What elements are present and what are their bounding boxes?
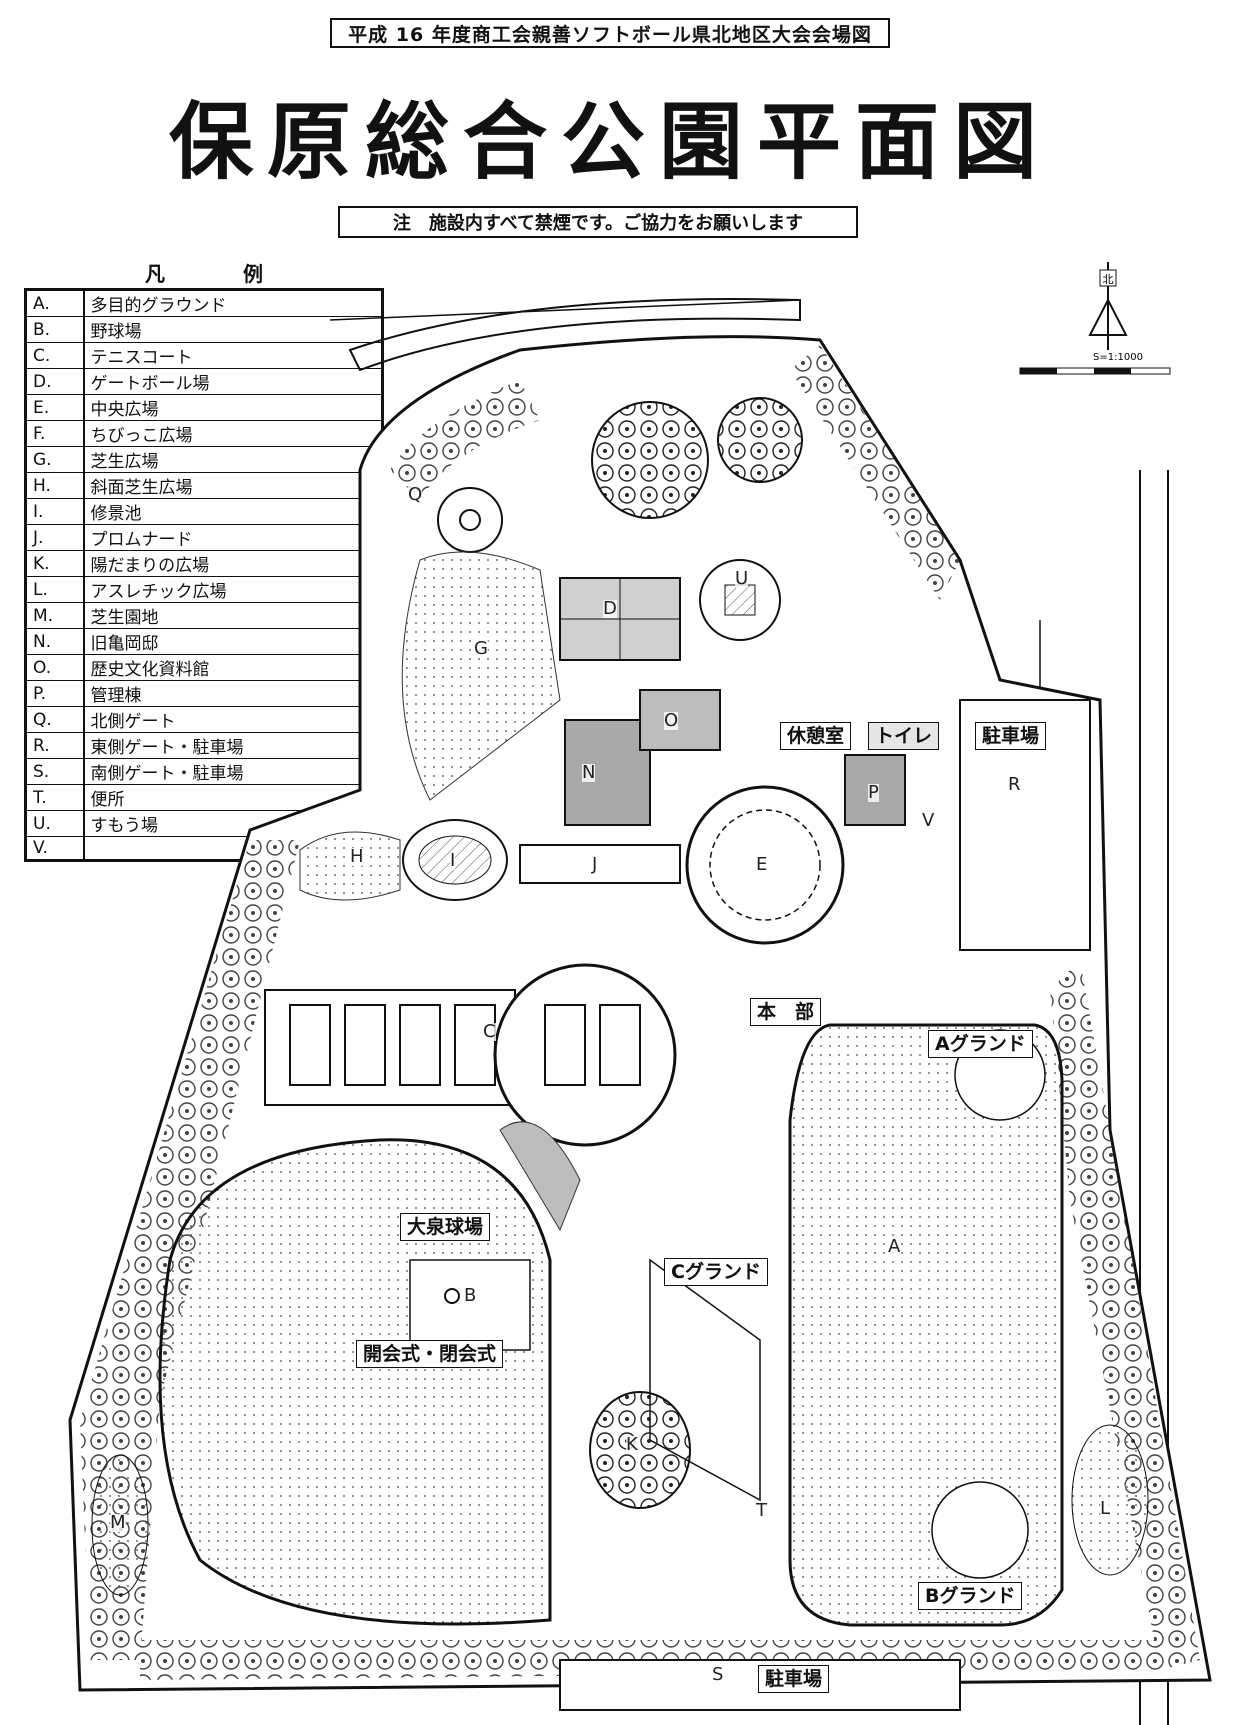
ceremony-label: 開会式・閉会式 [356,1340,504,1368]
marker-o: O [664,710,679,731]
legend-row: A.多目的グラウンド [25,289,383,317]
legend-label: 東側ゲート・駐車場 [83,732,383,759]
park-map: 北 S=1:1000 [68,262,1212,1725]
legend-code: O. [25,654,85,681]
legend-code: G. [25,446,85,473]
legend-row: H.斜面芝生広場 [25,472,383,499]
sunny-plaza [589,1391,691,1509]
legend-row: N.旧亀岡邸 [25,628,383,655]
marker-c: C [483,1021,496,1042]
legend-label: 南側ゲート・駐車場 [83,758,383,785]
legend-row: G.芝生広場 [25,446,383,473]
b-ground-label: Bグランド [918,1582,1023,1610]
legend-label: 中央広場 [83,394,383,421]
marker-r: R [1008,774,1021,795]
legend-title: 凡 例 [26,258,382,286]
no-smoking-notice: 注 施設内すべて禁煙です。ご協力をお願いします [338,206,858,238]
legend-label: 芝生園地 [83,602,383,629]
legend-code: M. [25,602,85,629]
legend-row: R.東側ゲート・駐車場 [25,732,383,759]
east-parking-label: 駐車場 [975,722,1047,750]
scale-label: S=1:1000 [1093,352,1143,363]
legend-label: 修景池 [83,498,383,525]
marker-t: T [756,1500,767,1521]
legend-label: 多目的グラウンド [83,289,383,317]
legend-row: M.芝生園地 [25,602,383,629]
marker-k: K [626,1434,638,1455]
legend-code: D. [25,368,85,395]
marker-g: G [474,638,488,659]
scale-bar [1019,367,1171,375]
legend-code: F. [25,420,85,447]
south-parking-label: 駐車場 [758,1665,830,1693]
baseball-field [158,1121,581,1626]
legend-label: 斜面芝生広場 [83,472,383,499]
legend-row: B.野球場 [25,316,383,343]
event-caption: 平成 16 年度商工会親善ソフトボール県北地区大会会場図 [330,18,890,48]
page-title: 保原総合公園平面図 [168,91,1051,191]
north-label: 北 [1103,273,1114,286]
marker-q: Q [408,484,423,505]
legend-row: E.中央広場 [25,394,383,421]
toilet-label: トイレ [868,722,940,750]
legend-code: A. [25,289,85,317]
c-ground-label: Cグランド [664,1258,768,1286]
legend-row: I.修景池 [25,498,383,525]
marker-n: N [582,762,596,783]
legend-code: Q. [25,706,85,733]
legend-row: P.管理棟 [25,680,383,707]
marker-d: D [603,598,617,619]
marker-v: V [922,810,935,831]
legend-code: H. [25,472,85,499]
multipurpose-ground [788,1023,1064,1627]
legend-label: 旧亀岡邸 [83,628,383,655]
marker-u: U [735,568,749,589]
north-arrow-icon [1088,262,1128,350]
legend-code: E. [25,394,85,421]
rest-room-label: 休憩室 [780,722,852,750]
marker-j: J [592,854,598,875]
legend-row: C.テニスコート [25,342,383,369]
legend-label: 歴史文化資料館 [83,654,383,681]
marker-a: A [888,1236,901,1257]
legend-label: 管理棟 [83,680,383,707]
marker-s: S [712,1664,724,1685]
headquarters-label: 本 部 [750,998,822,1026]
legend-code: V. [25,835,85,862]
a-ground-label: Aグランド [928,1030,1033,1058]
lawn-g [401,551,561,801]
building-museum [639,689,721,751]
legend-label: テニスコート [83,342,383,369]
marker-e: E [756,854,768,875]
marker-h: H [350,846,364,867]
legend-code: B. [25,316,85,343]
legend-title-left: 凡 [145,262,165,286]
legend-code: R. [25,732,85,759]
tennis-courts [264,963,677,1147]
legend-row: O.歴史文化資料館 [25,654,383,681]
legend-code: N. [25,628,85,655]
marker-b: B [464,1285,477,1306]
legend-row: S.南側ゲート・駐車場 [25,758,383,785]
legend-title-right: 例 [243,262,263,286]
marker-l: L [1100,1498,1111,1519]
marker-p: P [868,782,879,803]
promenade [519,844,681,884]
legend-row: Q.北側ゲート [25,706,383,733]
marker-m: M [110,1512,126,1533]
north-garden [437,397,803,641]
oizumi-stadium-label: 大泉球場 [400,1213,491,1241]
legend-code: T. [25,784,85,811]
legend-label: 北側ゲート [83,706,383,733]
marker-i: I [450,850,456,871]
building-kameoka [564,719,651,826]
